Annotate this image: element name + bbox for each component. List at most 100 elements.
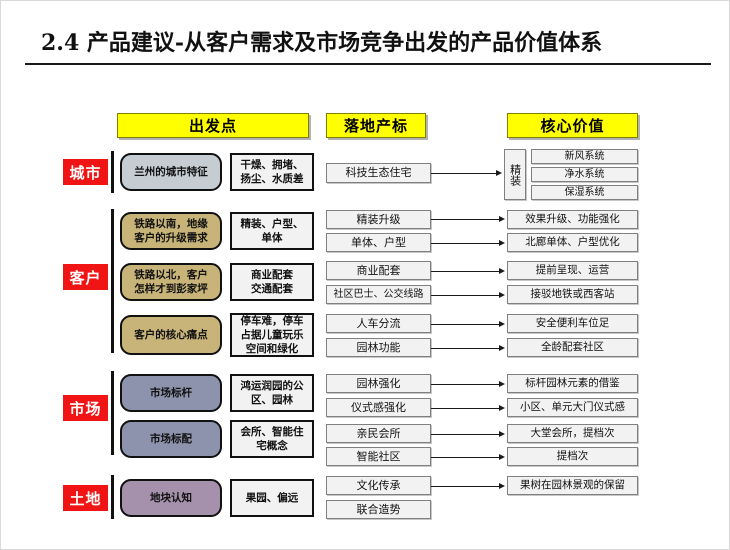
core-value-box[interactable]: 全龄配套社区 <box>507 338 638 357</box>
core-value-box[interactable]: 保湿系统 <box>531 185 638 200</box>
product-target-box[interactable]: 联合造势 <box>326 500 431 519</box>
core-value-label: 全龄配套社区 <box>541 341 604 354</box>
product-target-box[interactable]: 商业配套 <box>326 261 431 280</box>
core-value-group-text: 精装 <box>508 163 522 186</box>
arrow-head-icon <box>499 345 505 351</box>
product-target-box[interactable]: 亲民会所 <box>326 424 431 443</box>
column-header-core-value: 核心价值 <box>507 113 638 138</box>
product-target-label: 园林强化 <box>356 376 401 390</box>
starting-point-box[interactable]: 市场标配 <box>120 420 222 458</box>
product-target-label: 商业配套 <box>356 263 401 277</box>
core-value-box[interactable]: 提档次 <box>507 447 638 466</box>
category-label: 市场 <box>69 399 102 418</box>
group-bar-land <box>111 475 114 519</box>
starting-point-line1: 客户的核心痛点 <box>134 328 208 341</box>
category-chip-land: 土地 <box>63 485 108 511</box>
core-value-label: 提档次 <box>556 450 589 463</box>
page-title: 2.4 产品建议-从客户需求及市场竞争出发的产品价值体系 <box>41 30 603 56</box>
core-value-box[interactable]: 北廊单体、户型优化 <box>507 233 638 252</box>
starting-point-box[interactable]: 地块认知 <box>120 479 222 517</box>
starting-point-box[interactable]: 铁路以北，客户 怎样才到彭家坪 <box>120 263 222 301</box>
product-target-box[interactable]: 社区巴士、公交线路 <box>326 285 431 304</box>
product-target-box[interactable]: 园林功能 <box>326 338 431 357</box>
core-value-group-label: 精装 <box>504 149 526 200</box>
category-chip-market: 市场 <box>63 395 108 421</box>
arrow-head-icon <box>499 216 505 222</box>
group-bar-market <box>111 371 114 455</box>
arrow-head-icon <box>499 240 505 246</box>
starting-point-box[interactable]: 客户的核心痛点 <box>120 315 222 355</box>
arrow-head-icon <box>499 381 505 387</box>
connector-line <box>431 295 499 296</box>
core-value-box[interactable]: 提前呈现、运营 <box>507 261 638 280</box>
arrow-head-icon <box>499 454 505 460</box>
issue-line1: 商业配套 <box>251 268 293 281</box>
starting-point-box[interactable]: 铁路以南，地缘 客户的升级需求 <box>120 212 222 250</box>
core-value-label: 提前呈现、运营 <box>535 264 610 277</box>
core-value-box[interactable]: 效果升级、功能强化 <box>507 210 638 229</box>
column-header-label: 落地产标 <box>343 117 408 135</box>
issue-line1: 果园、偏远 <box>245 491 299 504</box>
product-target-box[interactable]: 仪式感强化 <box>326 398 431 417</box>
issue-line1: 鸿运润园的公 <box>240 379 304 392</box>
column-header-product-target: 落地产标 <box>326 113 426 138</box>
starting-point-line1: 兰州的城市特征 <box>134 165 208 178</box>
issue-box[interactable]: 果园、偏远 <box>230 479 314 517</box>
core-value-label: 北廊单体、户型优化 <box>525 236 620 249</box>
category-chip-city: 城市 <box>63 159 108 185</box>
core-value-label: 接驳地铁或西客站 <box>530 288 615 301</box>
issue-line2: 扬尘、水质差 <box>240 173 304 185</box>
core-value-label: 标杆园林元素的借鉴 <box>525 377 620 390</box>
arrow-head-icon <box>499 431 505 437</box>
issue-box[interactable]: 干燥、拥堵、 扬尘、水质差 <box>230 153 314 191</box>
starting-point-line2: 怎样才到彭家坪 <box>134 283 208 295</box>
core-value-box[interactable]: 果树在园林景观的保留 <box>507 476 638 495</box>
product-target-label: 单体、户型 <box>351 235 406 249</box>
core-value-box[interactable]: 接驳地铁或西客站 <box>507 285 638 304</box>
product-target-box[interactable]: 单体、户型 <box>326 233 431 252</box>
issue-line2: 占据儿童玩乐 <box>240 328 304 341</box>
starting-point-line2: 客户的升级需求 <box>134 232 208 244</box>
product-target-box[interactable]: 智能社区 <box>326 447 431 466</box>
issue-box[interactable]: 精装、户型、 单体 <box>230 212 314 250</box>
core-value-box[interactable]: 净水系统 <box>531 167 638 182</box>
issue-line1: 精装、户型、 <box>240 217 304 230</box>
category-label: 城市 <box>69 163 102 182</box>
arrow-head-icon <box>496 170 502 176</box>
issue-box[interactable]: 商业配套 交通配套 <box>230 263 314 301</box>
core-value-box[interactable]: 大堂会所，提档次 <box>507 424 638 443</box>
core-value-label: 大堂会所，提档次 <box>530 427 615 440</box>
product-target-label: 科技生态住宅 <box>345 166 412 180</box>
core-value-box[interactable]: 安全便利车位足 <box>507 314 638 333</box>
product-target-label: 园林功能 <box>356 340 401 354</box>
connector-line <box>431 408 499 409</box>
product-target-box[interactable]: 园林强化 <box>326 374 431 393</box>
product-target-label: 文化传承 <box>356 478 401 492</box>
issue-box[interactable]: 停车难，停车 占据儿童玩乐 空间和绿化 <box>230 313 314 357</box>
group-bar-city <box>111 151 114 193</box>
category-label: 客户 <box>69 268 102 287</box>
product-target-box[interactable]: 精装升级 <box>326 210 431 229</box>
column-header-starting-point: 出发点 <box>117 113 309 138</box>
category-label: 土地 <box>69 489 102 508</box>
connector-line <box>431 243 499 244</box>
connector-line <box>431 457 499 458</box>
product-target-box[interactable]: 科技生态住宅 <box>326 163 431 183</box>
starting-point-line1: 铁路以南，地缘 <box>134 217 208 230</box>
core-value-box[interactable]: 新风系统 <box>531 149 638 164</box>
product-target-box[interactable]: 文化传承 <box>326 476 431 495</box>
issue-box[interactable]: 会所、智能住 宅概念 <box>230 420 314 458</box>
product-target-label: 社区巴士、公交线路 <box>333 288 424 300</box>
starting-point-line1: 市场标杆 <box>150 386 192 399</box>
issue-line3: 空间和绿化 <box>245 343 299 356</box>
starting-point-box[interactable]: 市场标杆 <box>120 374 222 412</box>
starting-point-box[interactable]: 兰州的城市特征 <box>120 153 222 191</box>
product-target-box[interactable]: 人车分流 <box>326 314 431 333</box>
core-value-box[interactable]: 标杆园林元素的借鉴 <box>507 374 638 393</box>
core-value-box[interactable]: 小区、单元大门仪式感 <box>507 398 638 417</box>
connector-line <box>431 486 499 487</box>
issue-box[interactable]: 鸿运润园的公 区、园林 <box>230 374 314 412</box>
product-target-label: 精装升级 <box>356 212 401 226</box>
product-target-label: 智能社区 <box>356 449 401 463</box>
